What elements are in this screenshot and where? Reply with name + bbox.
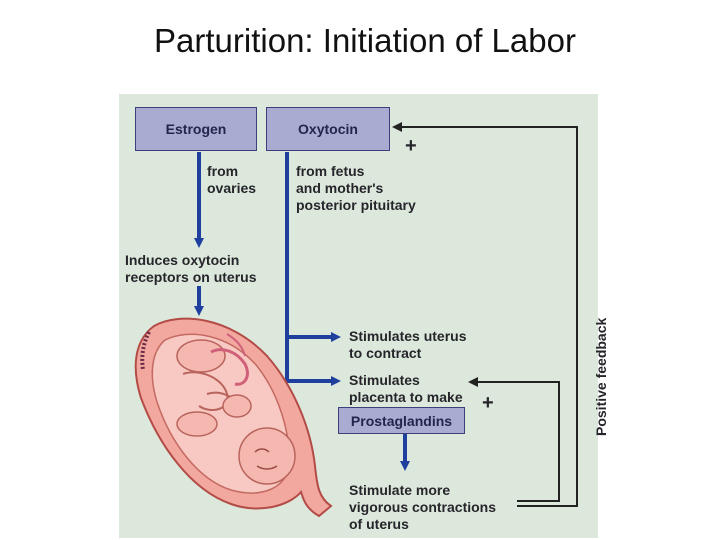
positive-feedback-label: Positive feedback [593, 317, 609, 436]
stimulates-placenta-label: Stimulates placenta to make [349, 372, 463, 405]
arrow-layer [134, 122, 578, 518]
feedback-loop-outer [392, 122, 578, 507]
estrogen-box: Estrogen [135, 107, 257, 151]
uterus-fetus-illustration [134, 317, 333, 518]
labor-diagram-panel: Estrogen Oxytocin Prostaglandins from ov… [119, 94, 609, 538]
stimulates-uterus-label: Stimulates uterus to contract [349, 328, 467, 361]
plus-bottom-sign: + [482, 392, 494, 414]
induces-receptors-label: Induces oxytocin receptors on uterus [125, 252, 257, 285]
from-fetus-label: from fetus and mother's posterior pituit… [296, 163, 416, 213]
stimulate-more-label: Stimulate more vigorous contractions of … [349, 482, 497, 532]
slide-title: Parturition: Initiation of Labor [154, 22, 576, 59]
plus-top-sign: + [405, 135, 417, 157]
prostaglandins-box: Prostaglandins [338, 407, 465, 434]
from-ovaries-label: from ovaries [207, 163, 257, 196]
feedback-loop-inner [468, 377, 560, 502]
oxytocin-box: Oxytocin [266, 107, 390, 151]
